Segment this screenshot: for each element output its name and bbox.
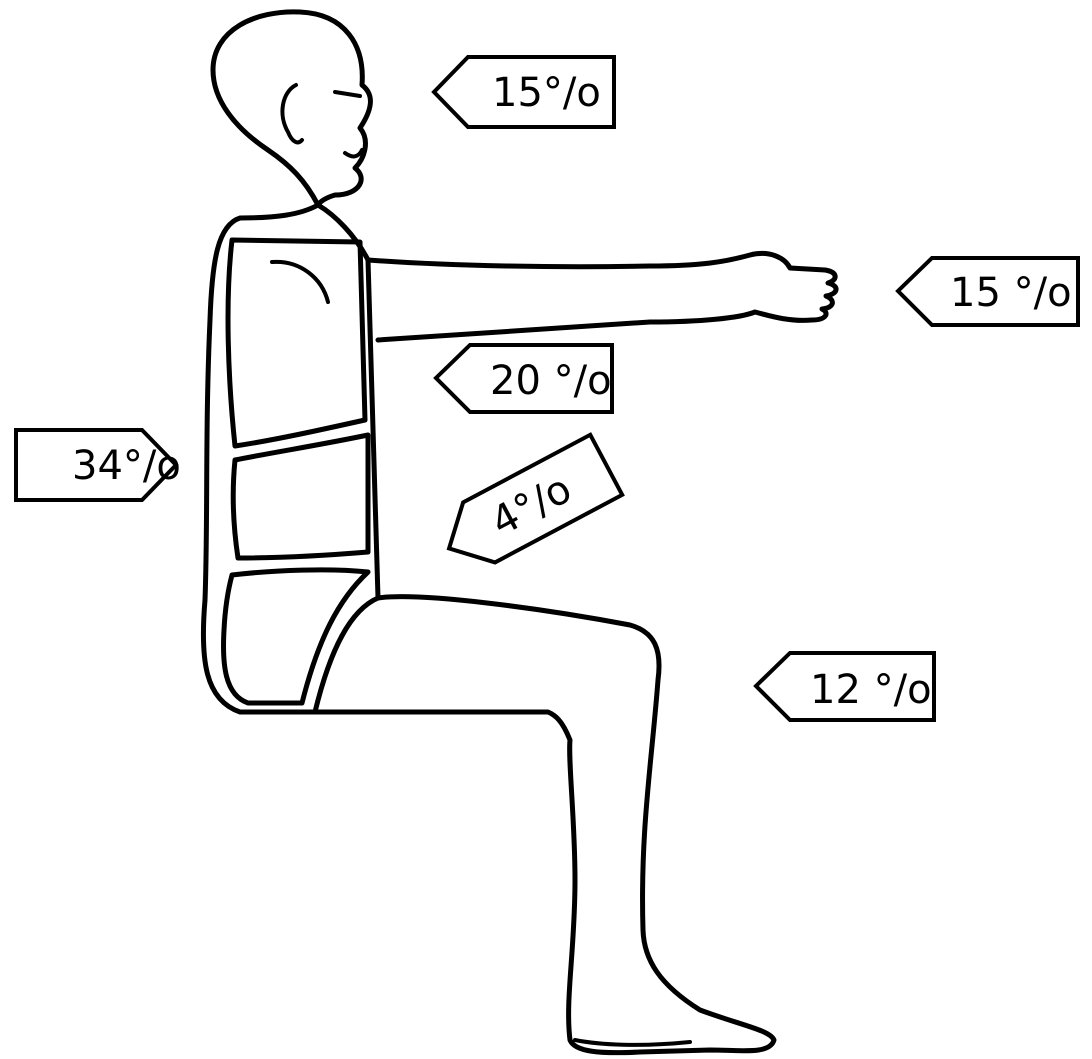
mouth-mark (345, 150, 362, 156)
tag-chest-label: 20 °/o (490, 358, 612, 404)
tag-legs-label: 12 °/o (810, 667, 932, 713)
tag-head-label: 15°/o (492, 70, 601, 116)
tag-abdomen: 4°/o (433, 435, 622, 579)
shoulder-curve (272, 262, 328, 302)
tag-back: 34°/o (16, 430, 181, 500)
tag-hand: 15 °/o (898, 258, 1078, 325)
tag-hand-label: 15 °/o (950, 270, 1072, 316)
tag-head: 15°/o (434, 57, 614, 127)
hip-panel (223, 570, 368, 703)
tag-back-label: 34°/o (72, 443, 181, 489)
abdomen-panel (233, 435, 368, 558)
ear-mark (282, 85, 302, 142)
tag-legs: 12 °/o (756, 653, 934, 720)
leg-outline (315, 597, 774, 1053)
arm-outline (368, 253, 836, 340)
foot-line (575, 1040, 690, 1045)
eye-mark (335, 92, 360, 96)
chest-panel (228, 240, 365, 446)
tag-chest: 20 °/o (436, 345, 612, 412)
head-outline (213, 12, 370, 205)
